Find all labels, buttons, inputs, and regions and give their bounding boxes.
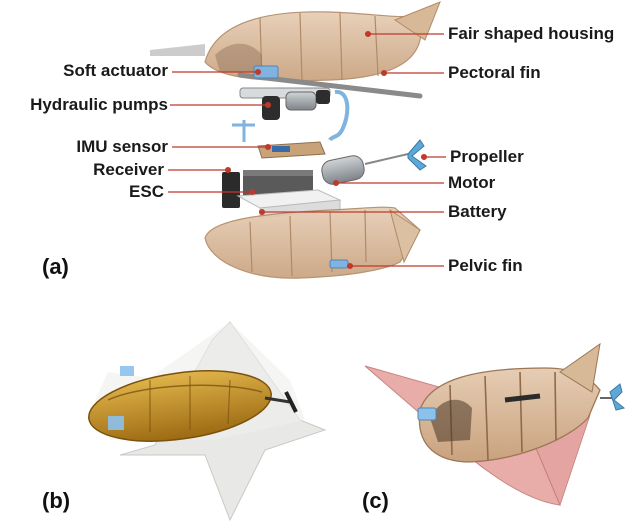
- motor-part: [321, 155, 365, 185]
- pelvic-fin-part: [329, 259, 349, 269]
- rendered-model: [364, 342, 626, 507]
- leader-lines: [168, 30, 446, 270]
- label-esc: ESC: [129, 182, 164, 201]
- label-hydraulic-pumps: Hydraulic pumps: [30, 95, 168, 114]
- hydraulic-pumps-part: [232, 87, 350, 142]
- label-pelvic-fin: Pelvic fin: [448, 256, 523, 275]
- label-fair-shaped-housing: Fair shaped housing: [448, 24, 615, 43]
- panel-label-a: (a): [42, 254, 69, 279]
- housing-top-shell: [150, 1, 441, 82]
- panel-label-c: (c): [362, 488, 389, 513]
- receiver-part: [222, 172, 240, 208]
- label-propeller: Propeller: [450, 147, 524, 166]
- label-battery: Battery: [448, 202, 507, 221]
- label-pectoral-fin: Pectoral fin: [448, 63, 541, 82]
- label-soft-actuator: Soft actuator: [63, 61, 168, 80]
- propeller-part: [364, 139, 427, 171]
- esc-part: [243, 170, 313, 196]
- imu-sensor-part: [257, 141, 326, 159]
- housing-bottom-shell: [204, 206, 421, 279]
- label-motor: Motor: [448, 173, 496, 192]
- label-imu-sensor: IMU sensor: [76, 137, 168, 156]
- panel-label-b: (b): [42, 488, 71, 513]
- prototype-photo: [88, 321, 327, 522]
- label-receiver: Receiver: [93, 160, 164, 179]
